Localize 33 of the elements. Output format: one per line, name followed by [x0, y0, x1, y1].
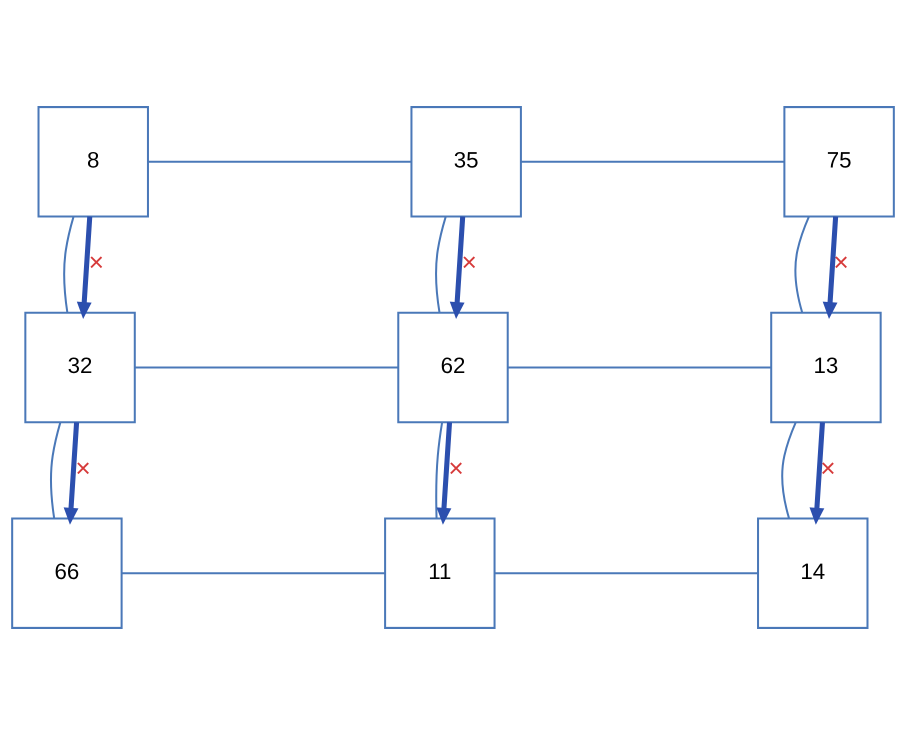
node-box: 75 [783, 106, 895, 218]
arrow [64, 422, 80, 524]
node-box: 62 [397, 311, 509, 423]
edge-label: × [88, 246, 104, 277]
edge-label: × [833, 246, 849, 277]
node-box: 32 [24, 311, 136, 423]
connector [435, 216, 447, 312]
connector [521, 160, 784, 162]
node-box: 8 [38, 106, 149, 218]
node-box: 14 [757, 516, 868, 628]
connector [435, 422, 444, 518]
connector [148, 160, 412, 162]
node-box: 66 [11, 516, 123, 628]
edge-label: × [820, 452, 836, 482]
connector [63, 216, 75, 312]
arrow [436, 422, 452, 524]
edge-label: × [462, 246, 477, 277]
connector [135, 366, 398, 368]
connector [781, 422, 797, 518]
connector [794, 216, 810, 312]
connector [122, 572, 385, 574]
connector [50, 422, 62, 518]
edge-label: × [75, 452, 91, 482]
arrow [450, 216, 466, 319]
node-box: 35 [410, 106, 522, 218]
node-box: 13 [770, 311, 882, 423]
connector [508, 366, 771, 368]
arrow [76, 216, 92, 319]
arrow [810, 422, 825, 524]
connector [494, 572, 758, 574]
arrow [822, 216, 838, 319]
edge-label: × [448, 452, 464, 482]
node-box: 11 [384, 516, 496, 628]
